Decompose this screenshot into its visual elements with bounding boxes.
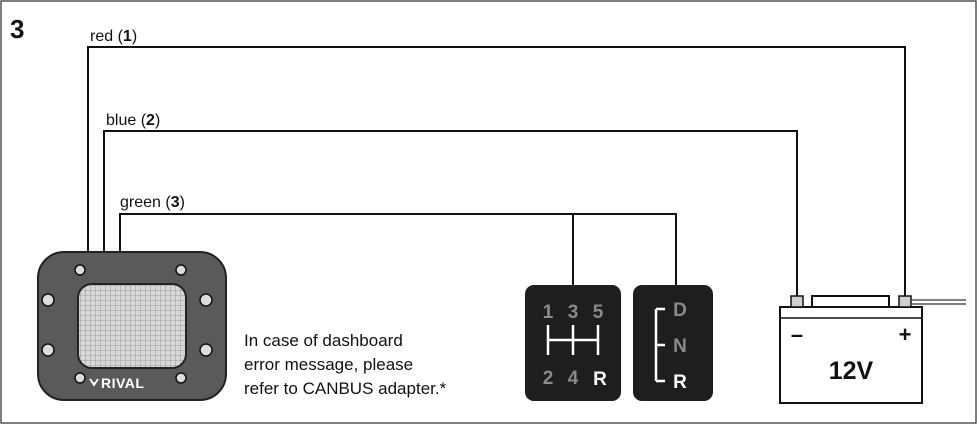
wire-label-blue: blue (2) xyxy=(106,112,160,129)
device-grille xyxy=(77,283,187,369)
rival-logo-icon xyxy=(89,378,99,387)
gear-label: 5 xyxy=(593,302,604,323)
gear-label: 3 xyxy=(568,302,579,323)
positive-cable-icon xyxy=(911,299,966,305)
screw-icon xyxy=(175,264,187,276)
battery-body xyxy=(779,306,923,404)
battery-top-cap xyxy=(811,295,890,308)
battery-negative-sign: – xyxy=(791,322,803,347)
automatic-gearbox-panel xyxy=(633,285,713,401)
gear-label-reverse: R xyxy=(593,369,607,390)
gear-selector-icon xyxy=(654,307,665,383)
note-line: In case of dashboard xyxy=(244,331,403,350)
sensor-device: RIVAL xyxy=(37,251,227,401)
gear-label: 4 xyxy=(568,368,579,389)
screw-icon xyxy=(41,343,55,357)
gear-label: 1 xyxy=(543,302,554,323)
battery-positive-sign: + xyxy=(899,322,912,347)
dashboard-note: In case of dashboard error message, plea… xyxy=(244,331,447,398)
battery: – + 12V xyxy=(779,295,966,404)
screw-icon xyxy=(199,343,213,357)
wire-label-red: red (1) xyxy=(90,28,137,45)
screw-icon xyxy=(74,264,86,276)
wire-blue xyxy=(103,130,798,296)
negative-terminal-icon xyxy=(790,295,804,308)
screw-icon xyxy=(199,293,213,307)
gear-label: 2 xyxy=(543,368,554,389)
gear-position: D xyxy=(673,300,687,321)
manual-gearbox: 1 3 5 2 4 R xyxy=(525,285,621,401)
wires xyxy=(87,46,906,296)
battery-voltage: 12V xyxy=(829,357,874,385)
screw-icon xyxy=(175,372,187,384)
automatic-gearbox: D N R xyxy=(633,285,713,401)
positive-terminal-icon xyxy=(898,295,912,308)
gear-position: N xyxy=(673,336,687,357)
screw-icon xyxy=(74,372,86,384)
device-brand: RIVAL xyxy=(101,375,144,391)
step-number: 3 xyxy=(10,14,24,44)
note-line: refer to CANBUS adapter.* xyxy=(244,379,447,398)
screw-icon xyxy=(41,293,55,307)
gear-position-reverse: R xyxy=(673,372,687,393)
gear-pattern-icon xyxy=(546,325,600,355)
wire-red xyxy=(87,46,906,296)
wire-green xyxy=(119,213,677,285)
note-line: error message, please xyxy=(244,355,413,374)
device-screws xyxy=(41,264,213,384)
wire-label-green: green (3) xyxy=(120,194,185,211)
